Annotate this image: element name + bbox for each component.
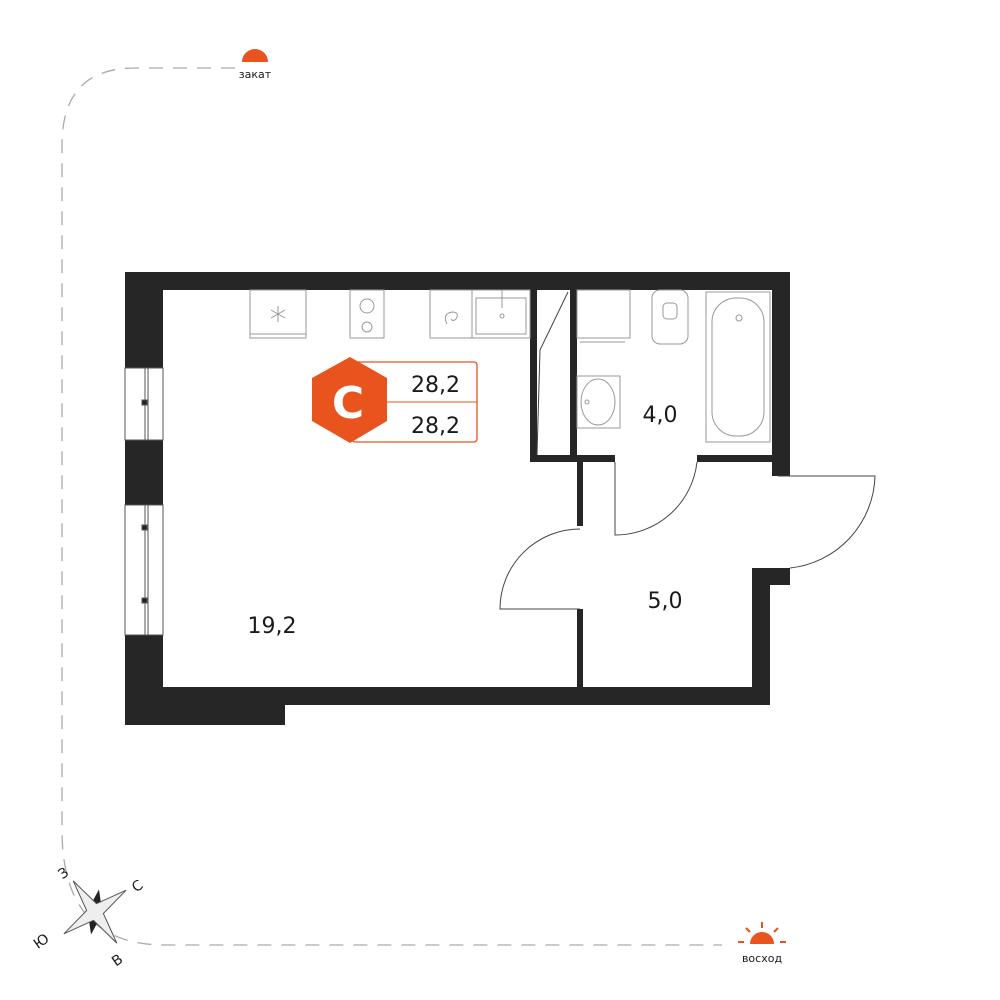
- compass-icon: [63, 880, 127, 944]
- washer-icon: [444, 311, 458, 325]
- compass-east: В: [109, 951, 126, 970]
- logo-hexagon: [312, 357, 387, 443]
- window: [124, 504, 164, 636]
- burner-icon: [361, 321, 373, 333]
- sunrise-icon: [738, 922, 786, 944]
- living-area: 28,2: [411, 414, 460, 439]
- door: [614, 461, 698, 536]
- logo-letter: С: [332, 378, 364, 429]
- door: [499, 528, 581, 610]
- entrance-door: [778, 475, 876, 569]
- toilet-icon: [651, 289, 689, 345]
- orientation-path: [61, 67, 722, 946]
- compass-north: С: [129, 877, 146, 896]
- total-area: 28,2: [411, 373, 460, 398]
- area-badge: С 28,2 28,2: [312, 357, 478, 443]
- room-area-hall: 5,0: [648, 589, 683, 614]
- bathroom-fixtures: [576, 289, 771, 443]
- room-area-bathroom: 4,0: [643, 403, 678, 428]
- walls: [125, 272, 790, 725]
- sunset-label: закат: [239, 68, 272, 81]
- sunrise-label: восход: [742, 952, 783, 965]
- closet-door: [536, 291, 569, 456]
- compass-west: З: [55, 865, 72, 883]
- bathtub-icon: [705, 291, 771, 443]
- room-area-studio: 19,2: [248, 614, 297, 639]
- sink-icon: [576, 375, 621, 429]
- burner-icon: [359, 298, 375, 314]
- compass-south: Ю: [31, 931, 53, 953]
- kitchen-fixtures: [249, 289, 531, 339]
- sunset-icon: [242, 49, 268, 62]
- fridge-snowflake-icon: [270, 306, 286, 322]
- window: [124, 367, 164, 441]
